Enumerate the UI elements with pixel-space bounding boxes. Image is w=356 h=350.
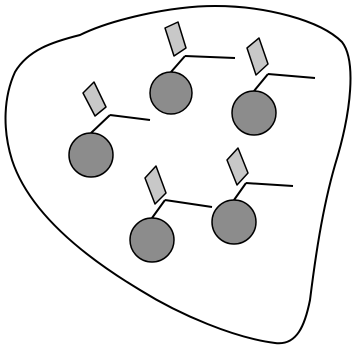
circle-icon — [69, 133, 113, 177]
figure-1 — [150, 22, 235, 114]
diamond-flag-icon — [247, 38, 268, 75]
diamond-flag-icon — [165, 22, 186, 56]
diamond-flag-icon — [227, 148, 248, 185]
figure-tail-line — [246, 183, 293, 186]
diamond-flag-icon — [83, 82, 106, 116]
figure-3 — [69, 82, 150, 177]
figure-tail-line — [185, 56, 235, 58]
circle-icon — [150, 72, 192, 114]
figure-stem-line — [234, 183, 246, 200]
circle-icon — [130, 218, 174, 262]
blob-outline-icon — [6, 6, 351, 343]
figure-stem-line — [171, 56, 185, 72]
circle-icon — [232, 91, 276, 135]
figure-tail-line — [165, 200, 212, 207]
figure-stem-line — [254, 74, 268, 91]
figure-4 — [130, 166, 212, 262]
circle-icon — [212, 200, 256, 244]
figure-tail-line — [268, 74, 315, 78]
figure-stem-line — [91, 115, 110, 133]
figure-tail-line — [110, 115, 150, 120]
figures-group — [69, 22, 315, 262]
figure-2 — [232, 38, 315, 135]
diamond-flag-icon — [145, 166, 166, 204]
figure-5 — [212, 148, 293, 244]
